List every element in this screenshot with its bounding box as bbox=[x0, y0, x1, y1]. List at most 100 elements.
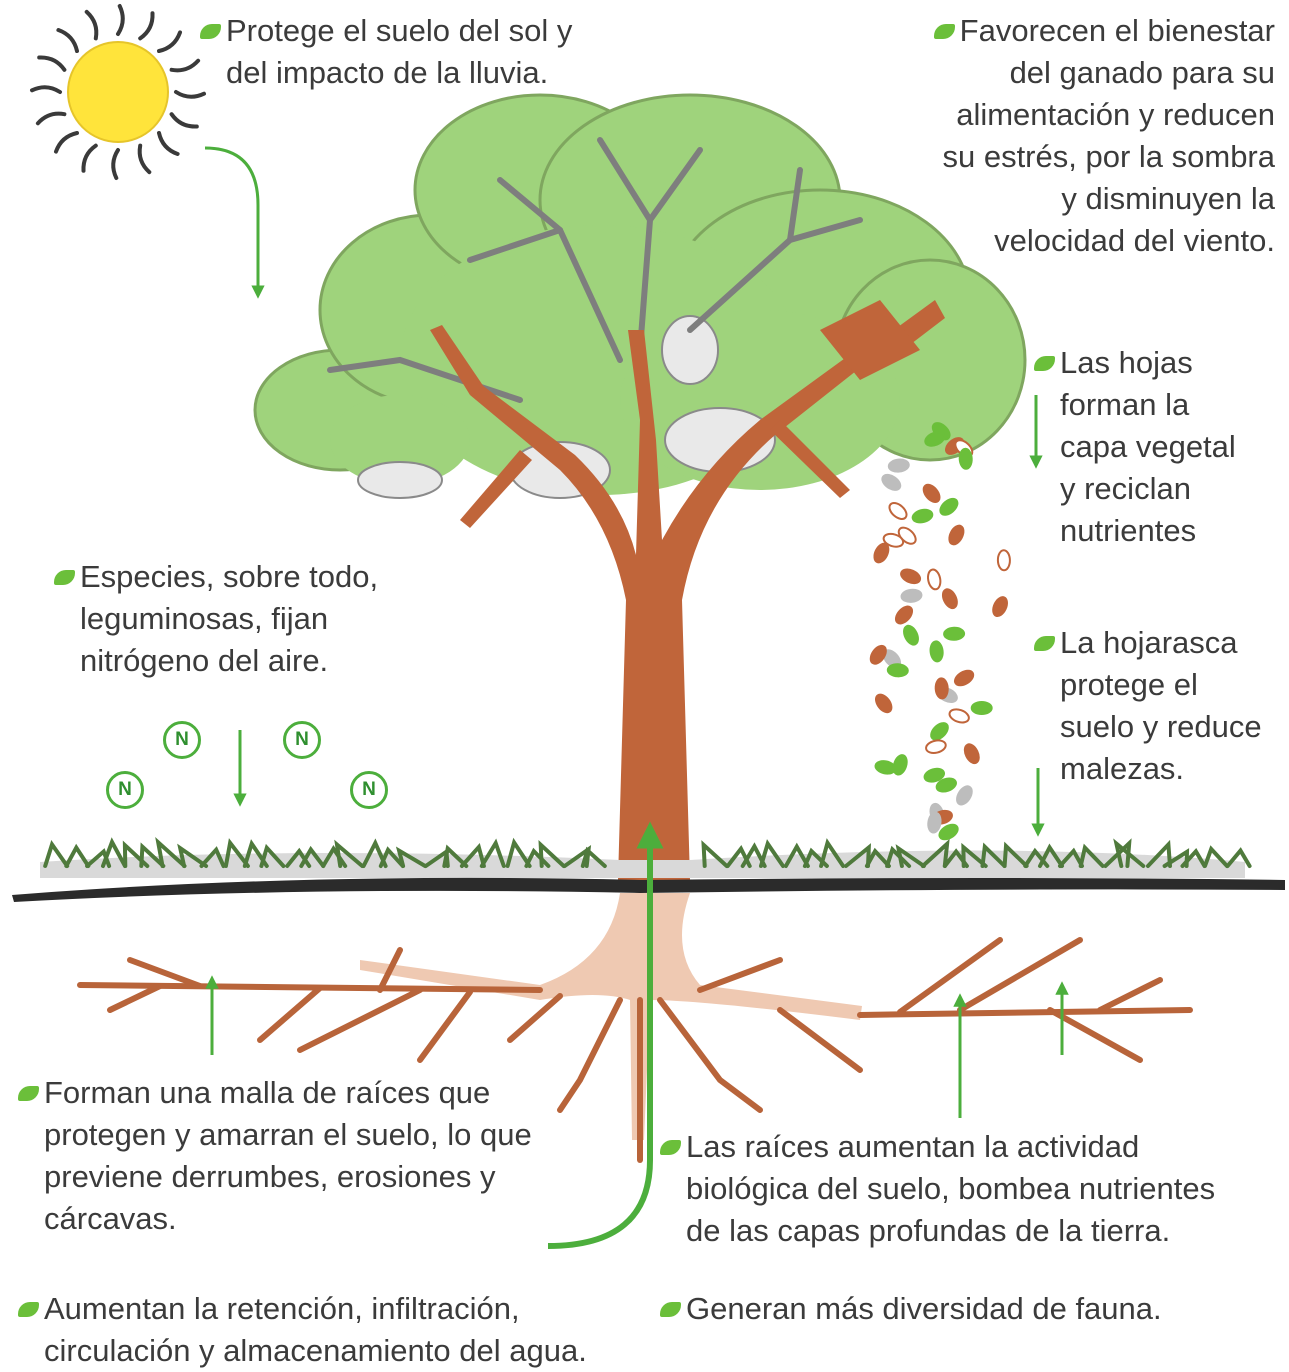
falling-leaf bbox=[922, 483, 941, 503]
note-water: Aumentan la retención, infiltración, cir… bbox=[18, 1288, 587, 1372]
grass-tuft bbox=[459, 843, 486, 868]
sun-ray bbox=[116, 4, 125, 36]
sun-arrow-icon bbox=[204, 146, 265, 299]
grass-tuft bbox=[177, 843, 209, 868]
grass-tuft bbox=[378, 846, 405, 868]
grass-tuft bbox=[395, 846, 428, 868]
sun-ray bbox=[84, 9, 99, 41]
falling-leaf bbox=[894, 605, 914, 625]
grass-tuft bbox=[1225, 847, 1252, 868]
ground-grass bbox=[40, 837, 1252, 878]
tree-roots bbox=[77, 893, 1193, 1163]
leaf-bullet-icon bbox=[18, 1302, 39, 1317]
grass-tuft bbox=[1103, 838, 1132, 868]
falling-leaf bbox=[900, 568, 922, 585]
nitrogen-badge-icon: N bbox=[106, 771, 144, 809]
leaf-bullet-icon bbox=[660, 1140, 681, 1155]
sun-ray bbox=[169, 112, 199, 129]
note-roots-mesh: Forman una malla de raíces que protegen … bbox=[18, 1072, 532, 1240]
sun-ray bbox=[56, 28, 79, 53]
falling-leaf bbox=[881, 473, 902, 491]
leaf-bullet-icon bbox=[660, 1302, 681, 1317]
grass-tuft bbox=[259, 843, 286, 868]
nitrogen-badge-icon: N bbox=[163, 721, 201, 759]
grass-tuft bbox=[1002, 841, 1029, 868]
sun-ray bbox=[54, 131, 79, 154]
grass-tuft bbox=[524, 847, 551, 868]
note-nitrogen: Especies, sobre todo, leguminosas, fijan… bbox=[54, 556, 378, 682]
grass-tuft bbox=[1078, 843, 1105, 868]
sun-ray bbox=[30, 85, 62, 94]
falling-leaf bbox=[875, 693, 893, 714]
grass-tuft bbox=[1146, 839, 1172, 868]
nitrogen-badge-icon: N bbox=[350, 771, 388, 809]
grass-tuft bbox=[864, 847, 891, 868]
grass-tuft bbox=[1113, 838, 1146, 868]
sun-ray bbox=[37, 55, 67, 72]
nutrient-arrow-up-icon bbox=[547, 821, 664, 1249]
grass-tuft bbox=[199, 846, 226, 868]
grass-tuft bbox=[1058, 847, 1084, 868]
grass-tuft bbox=[85, 848, 112, 868]
leaf-bullet-icon bbox=[18, 1086, 39, 1101]
note-roots-bio: Las raíces aumentan la actividad biológi… bbox=[660, 1126, 1215, 1252]
grass-tuft bbox=[1180, 848, 1207, 868]
falling-leaf bbox=[925, 739, 947, 754]
falling-leaf bbox=[911, 508, 934, 524]
falling-leaf bbox=[943, 626, 966, 641]
grass-tuft bbox=[442, 844, 469, 868]
grass-tuft bbox=[538, 840, 566, 868]
grass-tuft bbox=[783, 842, 810, 868]
grass-tuft bbox=[759, 839, 785, 868]
sun-ray bbox=[111, 148, 120, 180]
falling-leaf bbox=[927, 568, 942, 591]
falling-leaf bbox=[958, 447, 973, 470]
grass-tuft bbox=[101, 837, 127, 868]
sun-icon bbox=[30, 4, 206, 180]
note-fauna: Generan más diversidad de fauna. bbox=[660, 1288, 1162, 1330]
grass-tuft bbox=[334, 839, 365, 868]
falling-leaf bbox=[886, 663, 909, 678]
falling-leaf bbox=[892, 754, 908, 776]
sun-ray bbox=[174, 90, 206, 99]
leaf-bullet-icon bbox=[1034, 356, 1055, 371]
sun-ray bbox=[157, 30, 182, 53]
falling-leaf bbox=[900, 588, 923, 603]
grass-tuft bbox=[1203, 845, 1229, 868]
falling-leaf bbox=[970, 701, 993, 715]
nitrogen-badge-icon: N bbox=[283, 721, 321, 759]
falling-leaf bbox=[924, 431, 946, 447]
note-leaves: Las hojas forman la capa vegetal y recic… bbox=[1034, 342, 1236, 552]
falling-leaf bbox=[953, 669, 975, 687]
note-sun: Protege el suelo del sol y del impacto d… bbox=[200, 10, 572, 94]
falling-leaf bbox=[929, 640, 944, 663]
grass-tuft bbox=[299, 845, 326, 868]
falling-leaf bbox=[927, 811, 942, 834]
grass-tuft bbox=[43, 840, 70, 868]
grass-tuft bbox=[1038, 843, 1064, 868]
grass-tuft bbox=[479, 838, 506, 868]
falling-leaf bbox=[887, 458, 910, 473]
falling-leaf bbox=[996, 549, 1011, 572]
falling-leaf bbox=[941, 588, 958, 610]
falling-leaf bbox=[888, 502, 908, 520]
grass-tuft bbox=[819, 838, 846, 868]
falling-leaf bbox=[930, 722, 949, 741]
sun-ray bbox=[35, 111, 67, 126]
grass-tuft bbox=[885, 845, 912, 868]
grass-tuft bbox=[980, 842, 1007, 868]
sun-ray bbox=[138, 11, 155, 41]
falling-leaf bbox=[948, 524, 965, 546]
falling-leaf bbox=[869, 644, 887, 665]
falling-leaf bbox=[992, 596, 1008, 618]
grass-tuft bbox=[155, 837, 187, 868]
grass-tuft bbox=[895, 844, 926, 868]
falling-leaf bbox=[882, 532, 905, 548]
grass-tuft bbox=[223, 838, 250, 868]
falling-leaf bbox=[938, 823, 959, 841]
falling-leaf bbox=[923, 767, 946, 783]
falling-leaf bbox=[956, 785, 973, 806]
falling-leaf bbox=[934, 677, 949, 700]
falling-leaf bbox=[939, 497, 959, 516]
